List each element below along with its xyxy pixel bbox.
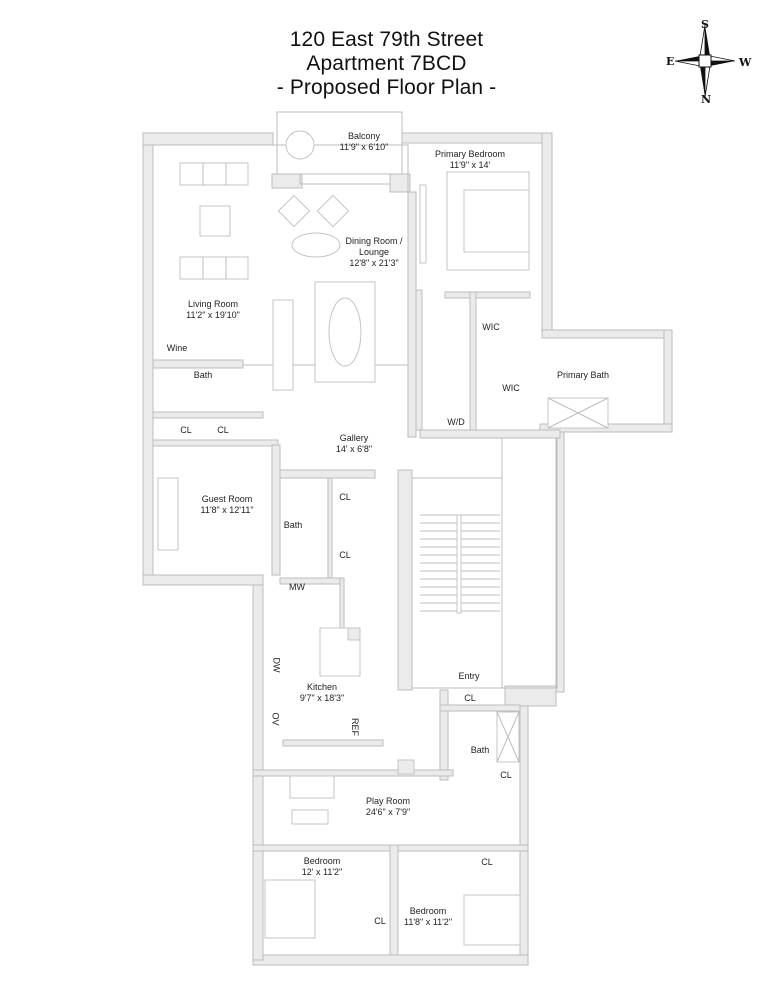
closet-3: CL xyxy=(339,492,351,502)
closet-4: CL xyxy=(339,550,351,560)
compass-south: S xyxy=(701,18,709,31)
title-subtitle: - Proposed Floor Plan - xyxy=(276,76,497,99)
closet-bedroom-right: CL xyxy=(481,857,493,867)
room-balcony: Balcony 11'9" x 6'10" xyxy=(339,131,389,152)
closet-1: CL xyxy=(180,425,192,435)
interior-walls xyxy=(152,144,561,956)
furniture xyxy=(157,130,609,946)
compass-rose: S E W N xyxy=(660,14,760,109)
room-bedroom-right: Bedroom 11'8" x 11'2" xyxy=(403,906,453,927)
room-wd: W/D xyxy=(447,417,465,427)
compass-north: N xyxy=(701,93,712,106)
closet-bedroom-left: CL xyxy=(374,916,386,926)
closet-entry: CL xyxy=(464,693,476,703)
plan-title: 120 East 79th Street Apartment 7BCD - Pr… xyxy=(0,28,773,100)
appliance-ref: REF xyxy=(350,718,360,736)
room-primary-bath: Primary Bath xyxy=(556,370,610,380)
title-address: 120 East 79th Street xyxy=(289,28,484,51)
compass-east: E xyxy=(666,55,675,68)
room-dining-lounge: Dining Room / Lounge 12'8" x 21'3" xyxy=(345,236,403,268)
closet-2: CL xyxy=(217,425,229,435)
stairs xyxy=(420,514,500,614)
appliance-dw: DW xyxy=(271,657,282,673)
appliance-ov: OV xyxy=(270,712,281,726)
title-apartment: Apartment 7BCD xyxy=(306,52,467,75)
room-bath-guest: Bath xyxy=(283,520,303,530)
room-bath-upper: Bath xyxy=(193,370,213,380)
appliance-mw: MW xyxy=(289,582,305,592)
closet-bath-lower: CL xyxy=(500,770,512,780)
room-wine: Wine xyxy=(166,343,188,353)
compass-west: W xyxy=(739,56,752,69)
room-primary-bedroom: Primary Bedroom 11'9" x 14' xyxy=(434,149,506,170)
room-bath-lower: Bath xyxy=(470,745,490,755)
room-wic-1: WIC xyxy=(482,322,500,332)
room-living-room: Living Room 11'2" x 19'10" xyxy=(186,299,240,320)
room-gallery: Gallery 14' x 6'8" xyxy=(335,433,373,454)
room-guest-room: Guest Room 11'8" x 12'11" xyxy=(200,494,254,515)
room-play-room: Play Room 24'6" x 7'9" xyxy=(365,796,411,817)
room-bedroom-left: Bedroom 12' x 11'2" xyxy=(301,856,343,877)
room-kitchen: Kitchen 9'7" x 18'3" xyxy=(299,682,345,703)
compass-star-icon xyxy=(674,24,736,98)
room-entry: Entry xyxy=(458,671,480,681)
room-wic-2: WIC xyxy=(502,383,520,393)
